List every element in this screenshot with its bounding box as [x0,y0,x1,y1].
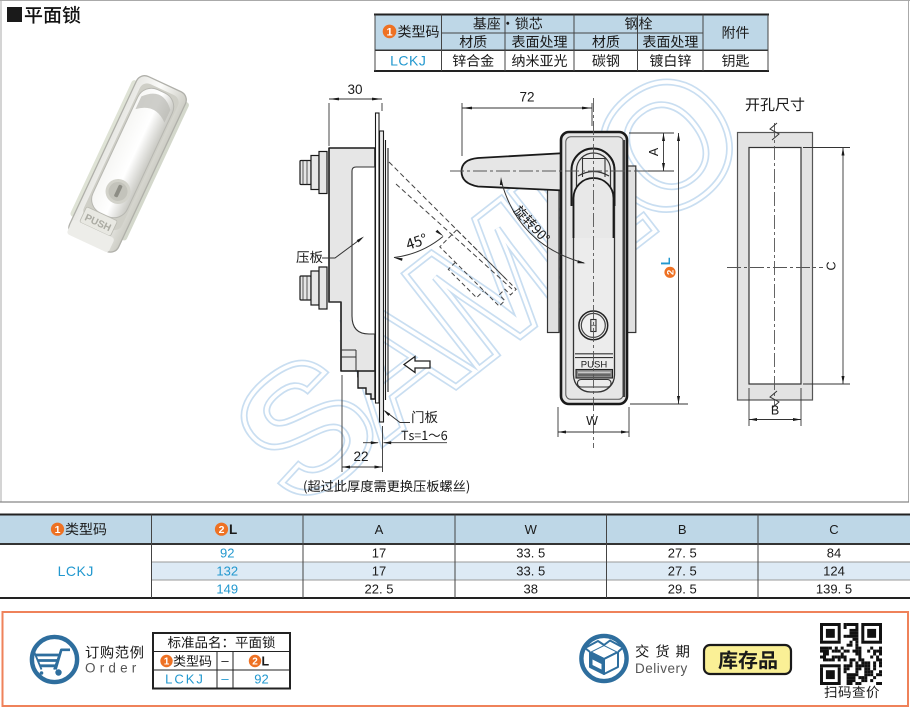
svg-text:A: A [375,522,384,537]
svg-text:84: 84 [827,546,841,561]
svg-text:29. 5: 29. 5 [668,582,697,597]
svg-text:Delivery: Delivery [635,661,688,676]
svg-text:27. 5: 27. 5 [668,546,697,561]
svg-text:L: L [262,655,270,669]
svg-text:LCKJ: LCKJ [165,672,205,687]
svg-text:124: 124 [823,564,845,579]
svg-text:17: 17 [372,546,386,561]
svg-text:139. 5: 139. 5 [816,582,852,597]
svg-text:1: 1 [55,524,61,536]
svg-text:A: A [647,147,661,156]
svg-text:22: 22 [353,449,368,464]
svg-text:C: C [829,522,838,537]
svg-text:30: 30 [347,82,362,97]
svg-text:Order: Order [85,661,141,676]
svg-text:92: 92 [220,546,234,561]
svg-text:27. 5: 27. 5 [668,564,697,579]
svg-text:92: 92 [254,672,268,687]
svg-text:–: – [221,671,229,686]
svg-text:2: 2 [252,657,258,668]
svg-text:149: 149 [216,582,238,597]
svg-text:W: W [586,414,598,428]
svg-text:B: B [771,404,779,418]
svg-text:1: 1 [386,26,392,38]
svg-text:L: L [658,257,673,265]
svg-text:72: 72 [519,90,534,105]
svg-text:LCKJ: LCKJ [390,53,426,69]
svg-text:LCKJ: LCKJ [58,563,94,579]
svg-text:L: L [229,522,237,537]
svg-text:33. 5: 33. 5 [516,546,545,561]
svg-text:1: 1 [164,657,170,668]
svg-text:38: 38 [524,582,538,597]
svg-text:C: C [825,261,839,270]
svg-text:2: 2 [219,524,225,536]
svg-text:PUSH: PUSH [581,359,608,370]
svg-text:B: B [678,522,687,537]
svg-text:33. 5: 33. 5 [516,564,545,579]
svg-text:2: 2 [665,270,676,275]
svg-text:22. 5: 22. 5 [365,582,394,597]
svg-text:–: – [221,653,229,668]
svg-text:17: 17 [372,564,386,579]
svg-text:132: 132 [216,564,238,579]
svg-text:W: W [525,522,538,537]
